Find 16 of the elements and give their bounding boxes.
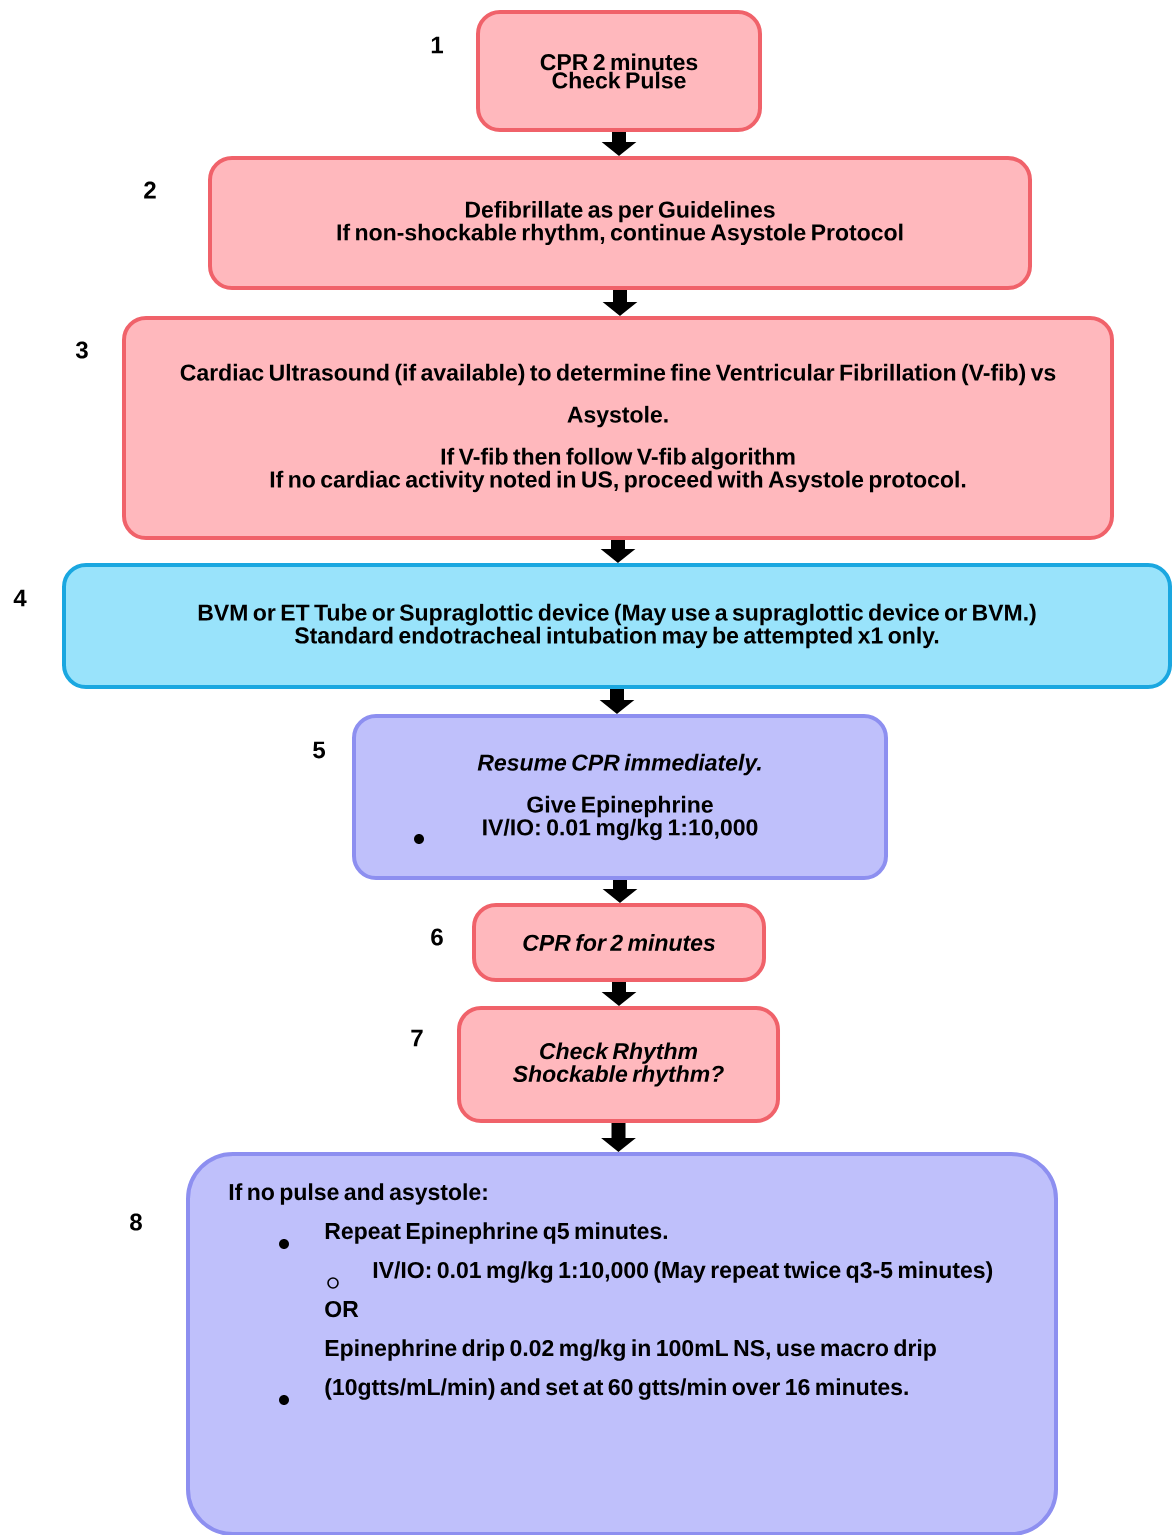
step-number: 2 xyxy=(144,181,156,199)
step-box: Cardiac Ultrasound (if available) to determine fine Ventricular Fibrillation (V-fib) vs Asystole. If V-fib then follow V-fib algorithm If no cardiac activity noted in US, proceed with Asystole protocol. xyxy=(122,316,1114,540)
step-box: CPR 2 minutes Check Pulse xyxy=(476,10,762,132)
step-box: Defibrillate as per Guidelines If non-shockable rhythm, continue Asystole Protocol xyxy=(208,156,1032,290)
step-number: 7 xyxy=(411,1029,423,1047)
step-box: CPR for 2 minutes xyxy=(472,903,766,982)
step-number: 1 xyxy=(431,36,443,54)
step-number: 6 xyxy=(431,928,443,946)
step-number: 5 xyxy=(313,741,325,759)
step-number: 3 xyxy=(75,341,88,359)
step-number: 4 xyxy=(13,589,27,607)
step-box: Resume CPR immediately. Give Epinephrine IV/IO: 0.01 mg/kg 1:10,000 xyxy=(352,714,888,880)
step-box: If no pulse and asystole: Repeat Epinephrine q5 minutes. IV/IO: 0.01 mg/kg 1:10,000 (May repeat twice q3-5 minutes) OR Epinephrine drip 0.02 mg/kg in 100mL NS, use macro drip (10gtts/mL/min) and set at 60 gtts/min over 16 minutes. xyxy=(186,1152,1058,1535)
step-box: Check Rhythm Shockable rhythm? xyxy=(457,1006,780,1123)
step-number: 8 xyxy=(130,1213,142,1231)
step-box: BVM or ET Tube or Supraglottic device (May use a supraglottic device or BVM.) Standard endotracheal intubation may be attempted x1 only. xyxy=(62,563,1172,689)
